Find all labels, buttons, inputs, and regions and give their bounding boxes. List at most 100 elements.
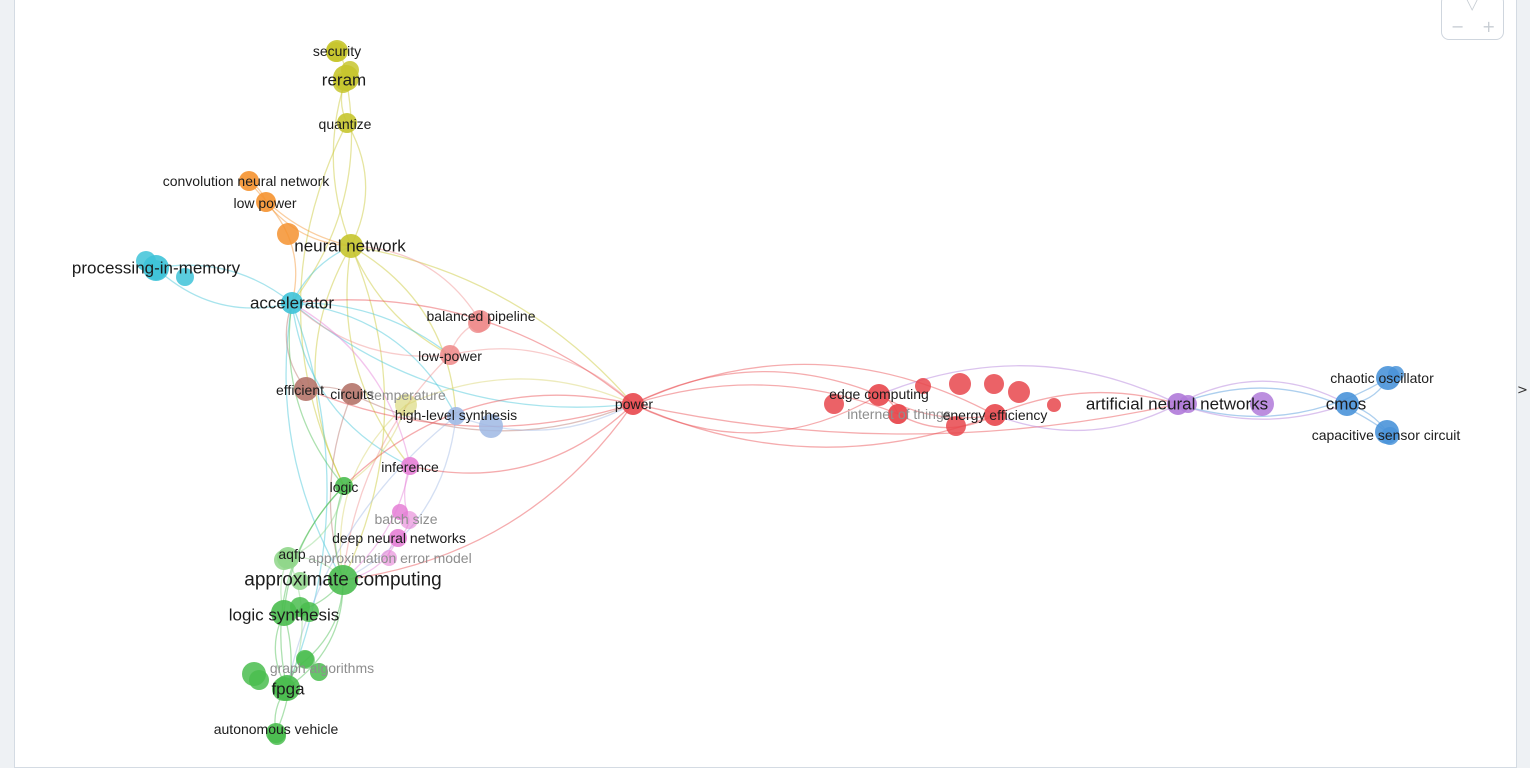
node-bubble-approxerr[interactable] — [381, 550, 397, 566]
cluster-bubble[interactable] — [310, 663, 328, 681]
node-bubble-security[interactable] — [326, 40, 348, 62]
node-bubble-lowpower[interactable] — [256, 192, 276, 212]
link-line — [632, 371, 880, 405]
node-bubble-autonomous[interactable] — [266, 723, 286, 743]
link-line — [314, 245, 352, 487]
node-bubble-quantize[interactable] — [337, 113, 357, 133]
node-label-capacitive[interactable]: capacitive sensor circuit — [1312, 427, 1461, 443]
node-label-convolution[interactable]: convolution neural network — [163, 173, 331, 189]
node-label-accelerator[interactable]: accelerator — [250, 294, 334, 313]
cluster-bubble[interactable] — [299, 602, 319, 622]
node-label-graph[interactable]: graph algorithms — [270, 660, 374, 676]
link-line — [455, 403, 634, 432]
node-bubble-neuralnetwork[interactable] — [339, 234, 363, 258]
node-label-cmos[interactable]: cmos — [1326, 395, 1367, 414]
node-bubble-approx[interactable] — [328, 565, 358, 595]
link-line — [291, 302, 451, 356]
node-label-circuits[interactable]: circuits — [330, 386, 374, 402]
node-label-neuralnetwork[interactable]: neural network — [294, 237, 406, 256]
node-label-security[interactable]: security — [313, 43, 361, 59]
node-bubble-temperature[interactable] — [395, 394, 417, 416]
triangle-down-icon[interactable]: ▽ — [1466, 0, 1479, 13]
node-label-balanced[interactable]: balanced pipeline — [427, 308, 536, 324]
node-label-lowdash[interactable]: low-power — [418, 348, 482, 364]
link-line — [409, 403, 634, 474]
node-label-hls[interactable]: high-level synthesis — [395, 407, 517, 423]
node-label-logic[interactable]: logic — [330, 479, 359, 495]
cluster-bubble[interactable] — [291, 572, 309, 590]
node-bubble-iot[interactable] — [888, 404, 908, 424]
link-line — [342, 403, 634, 581]
node-bubble-capacitive[interactable] — [1375, 420, 1399, 444]
node-label-quantize[interactable]: quantize — [319, 116, 372, 132]
node-bubble-fpga[interactable] — [274, 675, 300, 701]
node-label-power[interactable]: power — [615, 396, 653, 412]
node-label-efficient[interactable]: efficient — [276, 382, 324, 398]
node-bubble-pim[interactable] — [143, 255, 169, 281]
node-label-ann[interactable]: artificial neural networks — [1086, 395, 1268, 414]
link-line — [265, 201, 297, 304]
cluster-bubble[interactable] — [824, 394, 844, 414]
node-bubble-lowdash[interactable] — [440, 345, 460, 365]
node-bubble-balanced[interactable] — [469, 310, 491, 332]
cluster-bubble[interactable] — [984, 374, 1004, 394]
cluster-bubble[interactable] — [915, 378, 931, 394]
link-line — [286, 415, 457, 689]
cluster-bubble[interactable] — [949, 373, 971, 395]
node-label-pim[interactable]: processing-in-memory — [72, 259, 241, 278]
node-bubble-inference[interactable] — [401, 457, 419, 475]
cluster-bubble[interactable] — [1250, 392, 1274, 416]
node-label-temperature[interactable]: temperature — [370, 387, 446, 403]
link-line — [155, 267, 293, 309]
minus-icon[interactable]: − — [1451, 17, 1465, 36]
node-bubble-convolution[interactable] — [239, 171, 259, 191]
node-label-approxerr[interactable]: approximation error model — [308, 550, 471, 566]
cluster-bubble[interactable] — [1008, 381, 1030, 403]
node-label-dnn[interactable]: deep neural networks — [332, 530, 466, 546]
node-bubble-efficient[interactable] — [294, 377, 318, 401]
node-label-reram[interactable]: reram — [322, 71, 366, 90]
cluster-bubble[interactable] — [1047, 398, 1061, 412]
link-line — [878, 394, 996, 419]
node-label-batch[interactable]: batch size — [374, 511, 437, 527]
node-bubble-ann[interactable] — [1167, 393, 1189, 415]
link-line — [329, 393, 353, 581]
cluster-bubble[interactable] — [277, 223, 299, 245]
node-bubble-logic[interactable] — [335, 477, 353, 495]
node-label-autonomous[interactable]: autonomous vehicle — [214, 721, 339, 737]
node-bubble-edge[interactable] — [868, 384, 890, 406]
node-label-inference[interactable]: inference — [381, 459, 439, 475]
cluster-bubble[interactable] — [176, 268, 194, 286]
node-bubble-logicsyn[interactable] — [271, 600, 297, 626]
node-bubble-chaotic[interactable] — [1376, 366, 1400, 390]
node-bubble-accelerator[interactable] — [281, 292, 303, 314]
node-bubble-dnn[interactable] — [389, 529, 407, 547]
node-bubble-aqfp[interactable] — [277, 547, 299, 569]
chevron-right-icon[interactable]: > — [1517, 383, 1528, 398]
node-bubble-cmos[interactable] — [1335, 392, 1359, 416]
link-line — [275, 612, 292, 734]
cluster-bubble[interactable] — [479, 414, 503, 438]
node-bubble-batch[interactable] — [400, 511, 418, 529]
node-label-chaotic[interactable]: chaotic oscillator — [1330, 370, 1434, 386]
node-bubble-energy[interactable] — [984, 404, 1006, 426]
zoom-control: ▽ − + — [1441, 0, 1504, 40]
cluster-bubble[interactable] — [946, 416, 966, 436]
node-label-fpga[interactable]: fpga — [271, 680, 305, 699]
node-label-approx[interactable]: approximate computing — [244, 570, 442, 591]
network-panel — [14, 0, 1517, 768]
node-label-logicsyn[interactable]: logic synthesis — [229, 606, 340, 625]
node-label-lowpower[interactable]: low power — [233, 195, 296, 211]
node-label-aqfp[interactable]: aqfp — [278, 546, 305, 562]
plus-icon[interactable]: + — [1482, 17, 1496, 36]
node-bubble-graph[interactable] — [297, 651, 315, 669]
node-label-iot[interactable]: internet of things — [847, 406, 951, 422]
node-label-energy[interactable]: energy efficiency — [943, 407, 1048, 423]
node-bubble-hls[interactable] — [447, 407, 465, 425]
cluster-bubble[interactable] — [249, 670, 269, 690]
node-bubble-circuits[interactable] — [341, 383, 363, 405]
node-label-edge[interactable]: edge computing — [829, 386, 929, 402]
node-bubble-power[interactable] — [622, 393, 644, 415]
node-bubble-reram[interactable] — [333, 65, 359, 91]
